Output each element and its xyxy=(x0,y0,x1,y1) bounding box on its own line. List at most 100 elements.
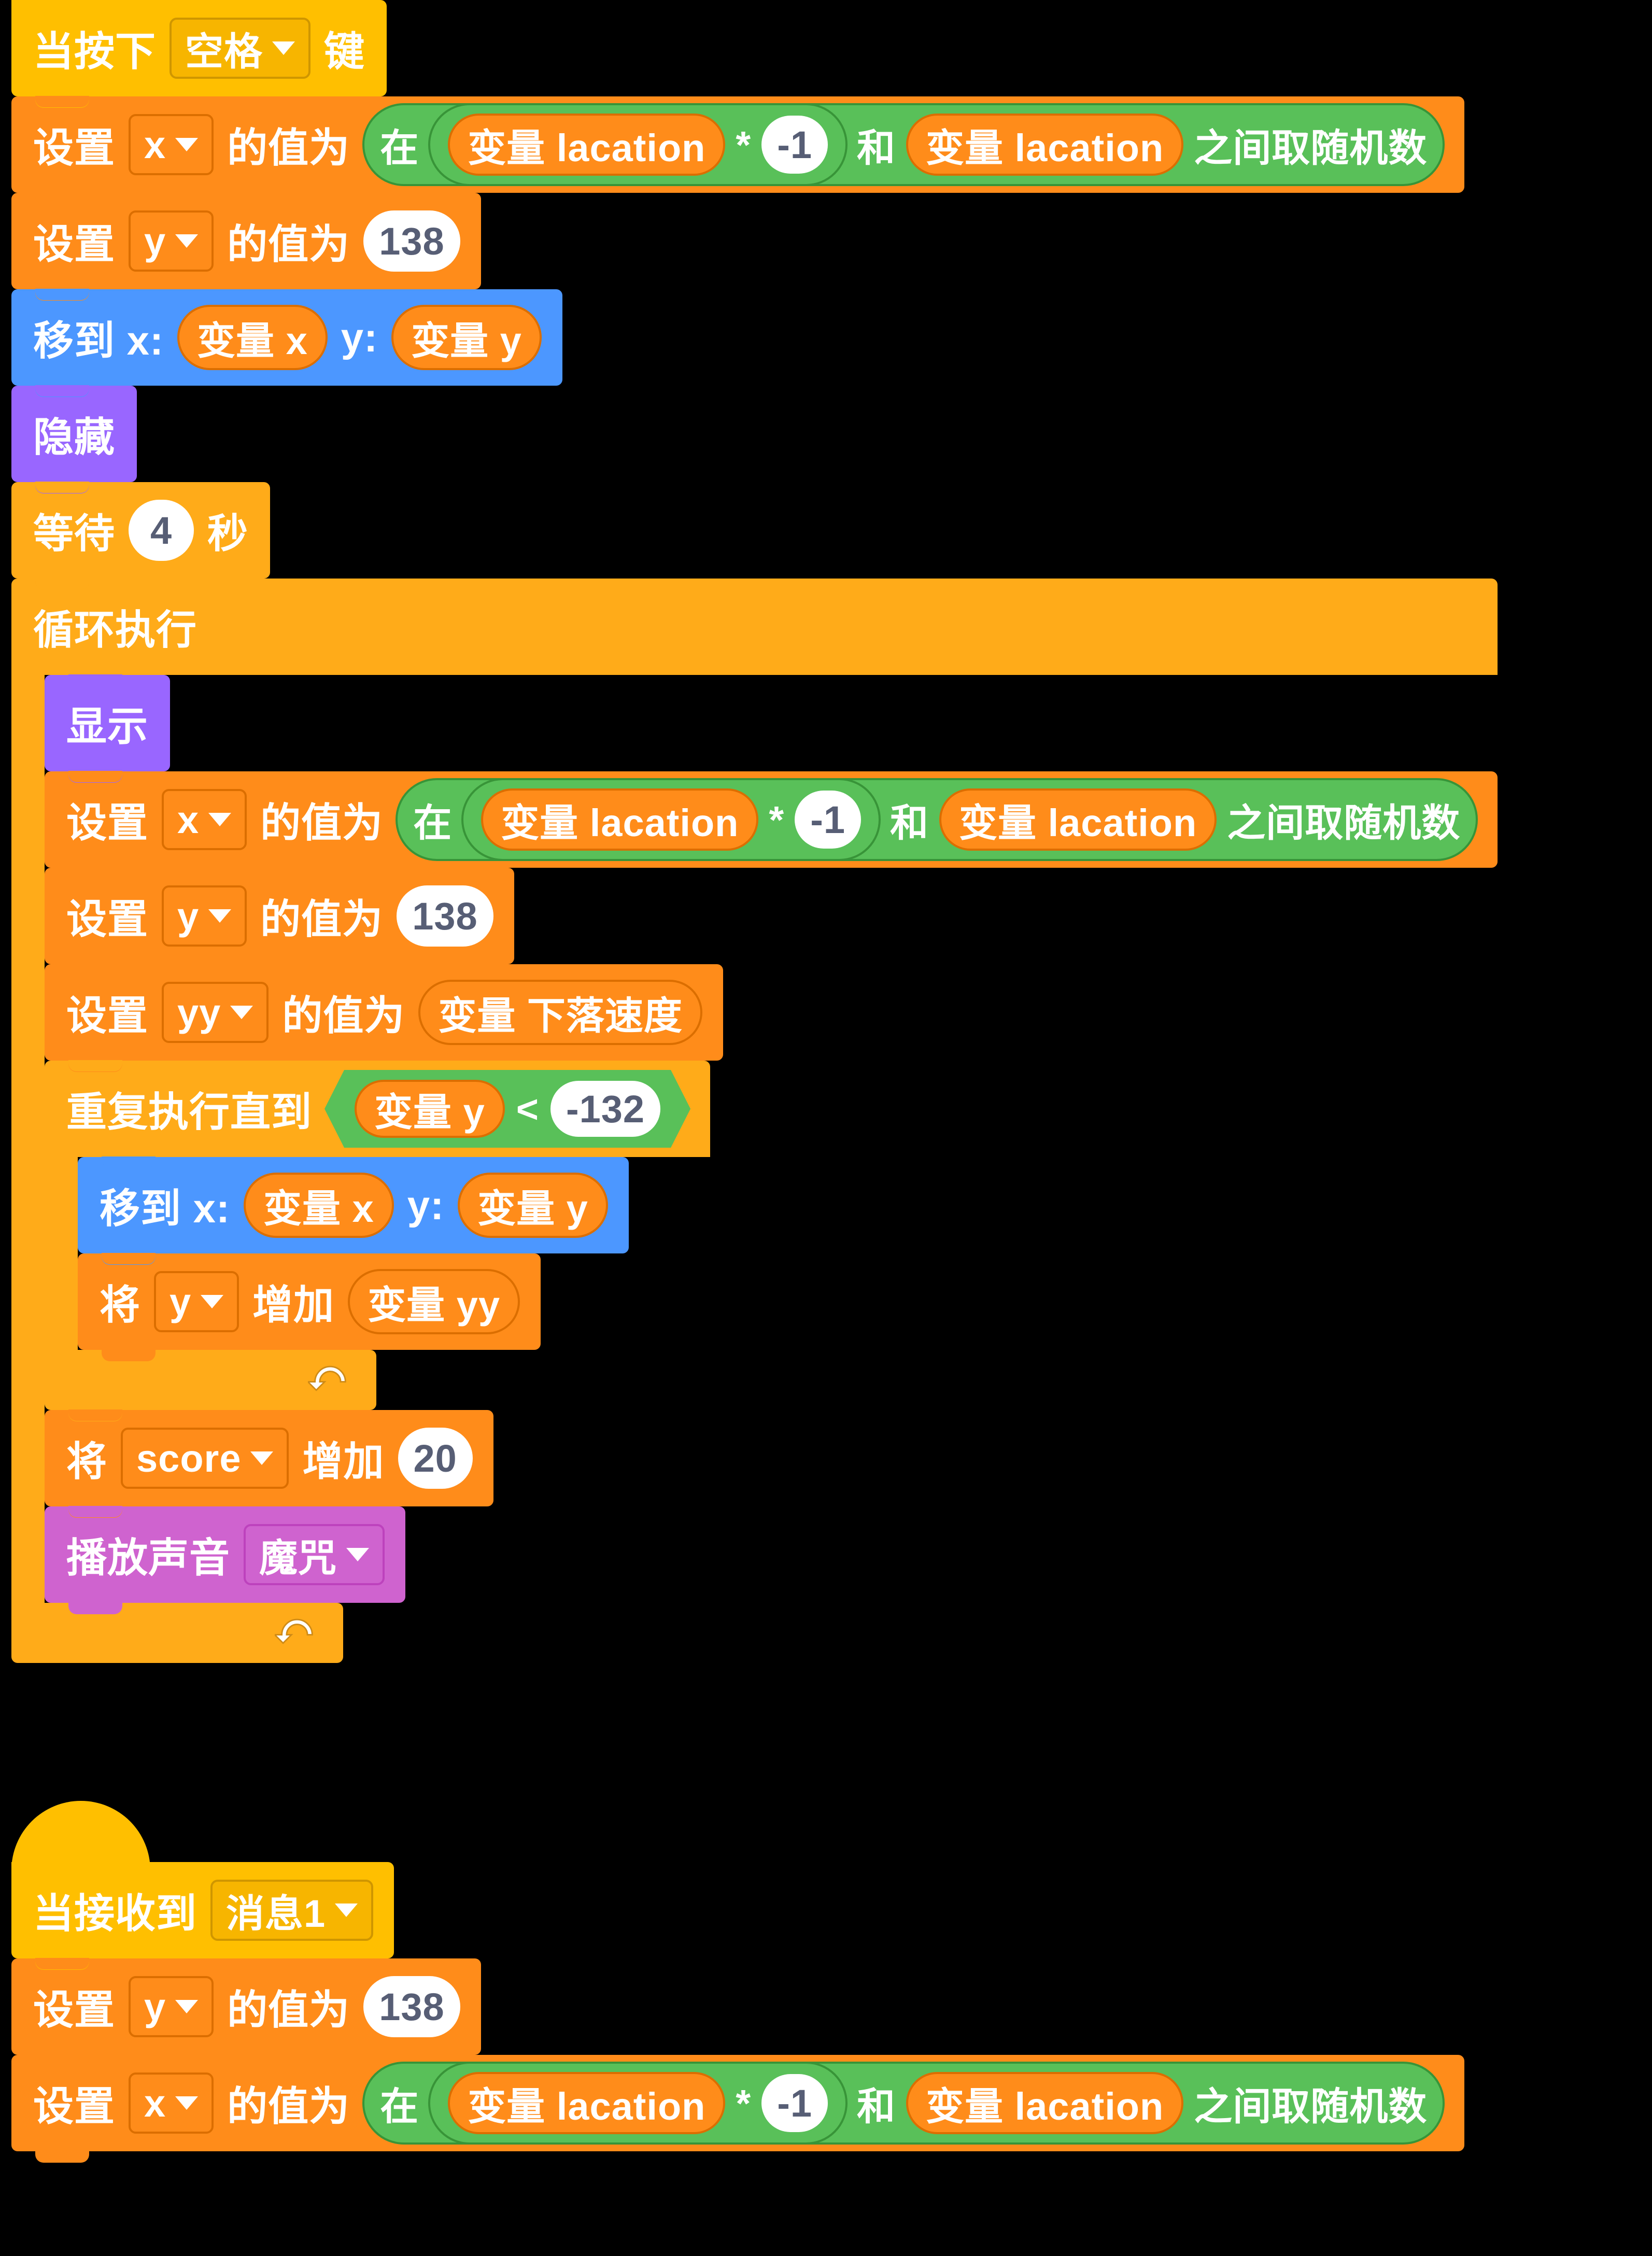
repeat-until-footer[interactable] xyxy=(45,1350,376,1421)
goto-xy-block-inner[interactable]: 移到 x: 变量 x y: 变量 y xyxy=(78,1157,629,1265)
forever-block[interactable]: 循环执行 显示 设置 x 的值为 在 变量 lacation xyxy=(11,579,1498,1663)
set-x-variable-block-msg[interactable]: 设置 x 的值为 在 变量 lacation * -1 和 变量 lacatio… xyxy=(11,2054,1465,2163)
goto-y-label: y: xyxy=(407,1182,445,1228)
variable-reporter-yy[interactable]: 变量 yy xyxy=(348,1269,520,1334)
forever-label: 循环执行 xyxy=(33,607,197,653)
variable-reporter-fall-speed[interactable]: 变量 下落速度 xyxy=(418,980,702,1045)
variable-dropdown-y-change[interactable]: y xyxy=(154,1271,239,1332)
message-dropdown[interactable]: 消息1 xyxy=(210,1880,374,1941)
variable-reporter-x[interactable]: 变量 x xyxy=(244,1173,394,1238)
goto-y-label: y: xyxy=(341,314,378,360)
set-y-value-input[interactable]: 138 xyxy=(397,885,493,947)
variable-dropdown-score[interactable]: score xyxy=(121,1428,289,1489)
less-than-value-input[interactable]: -132 xyxy=(550,1081,660,1137)
set-label: 设置 xyxy=(33,1987,116,2033)
set-yy-variable-block[interactable]: 设置 yy 的值为 变量 下落速度 xyxy=(45,964,723,1072)
set-label: 设置 xyxy=(33,125,116,171)
loop-arrow-icon xyxy=(308,1365,346,1391)
variable-reporter-lacation-max[interactable]: 变量 lacation xyxy=(939,788,1217,851)
variable-reporter-lacation[interactable]: 变量 lacation xyxy=(448,114,726,176)
variable-reporter-lacation-max[interactable]: 变量 lacation xyxy=(906,2072,1184,2134)
forever-header[interactable]: 循环执行 xyxy=(11,579,1498,675)
variable-dropdown-y[interactable]: y xyxy=(129,210,214,272)
set-y-variable-block[interactable]: 设置 y 的值为 138 xyxy=(11,192,481,301)
variable-reporter-x[interactable]: 变量 x xyxy=(177,305,328,370)
loop-arrow-icon xyxy=(275,1618,313,1644)
variable-reporter-y[interactable]: 变量 y xyxy=(355,1080,505,1138)
variable-reporter-y[interactable]: 变量 y xyxy=(391,305,542,370)
wait-seconds-block[interactable]: 等待 4 秒 xyxy=(11,482,271,590)
goto-xy-block[interactable]: 移到 x: 变量 x y: 变量 y xyxy=(11,289,562,397)
variable-dropdown-y[interactable]: y xyxy=(162,885,247,947)
repeat-until-block[interactable]: 重复执行直到 变量 y < -132 移到 x: 变量 x y: 变量 y xyxy=(45,1061,711,1421)
less-than-operator[interactable]: 变量 y < -132 xyxy=(324,1070,690,1148)
set-label: 设置 xyxy=(33,2083,116,2129)
set-y-variable-block-inner[interactable]: 设置 y 的值为 138 xyxy=(45,867,514,976)
hat-when-message-received[interactable]: 当接收到 消息1 xyxy=(11,1801,394,1970)
set-to-label: 的值为 xyxy=(227,1987,350,2033)
change-label: 将 xyxy=(100,1282,141,1328)
chevron-down-icon xyxy=(175,138,199,151)
script-key-pressed[interactable]: 当按下 空格 键 设置 x 的值为 在 变量 lacation * -1 和 变… xyxy=(11,0,1498,1663)
set-to-label: 的值为 xyxy=(282,993,405,1038)
wait-unit-label: 秒 xyxy=(207,511,249,556)
pick-random-operator[interactable]: 在 变量 lacation * -1 和 变量 lacation 之间取随机数 xyxy=(362,103,1445,186)
script-message-received[interactable]: 当接收到 消息1 设置 y 的值为 138 设置 x 的值为 在 变量 laca… xyxy=(11,1801,1465,2163)
when-key-pressed-prefix: 当按下 xyxy=(33,29,157,74)
multiply-number-input[interactable]: -1 xyxy=(795,791,862,849)
key-dropdown-value: 空格 xyxy=(185,30,263,73)
sound-dropdown[interactable]: 魔咒 xyxy=(244,1524,385,1585)
hide-block[interactable]: 隐藏 xyxy=(11,385,137,494)
multiply-operator[interactable]: 变量 lacation * -1 xyxy=(428,2062,848,2145)
variable-dropdown-x[interactable]: x xyxy=(129,114,214,175)
change-score-value-input[interactable]: 20 xyxy=(398,1428,473,1489)
pick-random-operator[interactable]: 在 变量 lacation * -1 和 变量 lacation 之间取随机数 xyxy=(396,778,1478,861)
variable-reporter-y[interactable]: 变量 y xyxy=(458,1173,608,1238)
variable-reporter-lacation-max[interactable]: 变量 lacation xyxy=(906,114,1184,176)
set-label: 设置 xyxy=(66,800,149,845)
play-sound-block[interactable]: 播放声音 魔咒 xyxy=(45,1506,406,1614)
repeat-until-header[interactable]: 重复执行直到 变量 y < -132 xyxy=(45,1061,711,1157)
key-dropdown[interactable]: 空格 xyxy=(170,18,311,79)
set-y-value-input[interactable]: 138 xyxy=(363,210,460,272)
forever-footer[interactable] xyxy=(11,1603,343,1663)
multiply-operator[interactable]: 变量 lacation * -1 xyxy=(428,103,848,186)
set-x-variable-block-inner[interactable]: 设置 x 的值为 在 变量 lacation * -1 和 变量 lacatio… xyxy=(45,771,1498,879)
set-to-label: 的值为 xyxy=(227,125,350,171)
forever-spine xyxy=(11,675,45,1603)
pick-random-operator[interactable]: 在 变量 lacation * -1 和 变量 lacation 之间取随机数 xyxy=(362,2062,1445,2145)
change-score-variable-block[interactable]: 将 score 增加 20 xyxy=(45,1409,493,1518)
set-to-label: 的值为 xyxy=(227,2083,350,2129)
hat-when-key-pressed[interactable]: 当按下 空格 键 xyxy=(11,0,387,108)
variable-reporter-lacation[interactable]: 变量 lacation xyxy=(448,2072,726,2134)
repeat-until-spine xyxy=(45,1157,78,1350)
chevron-down-icon xyxy=(208,813,232,826)
multiply-number-input[interactable]: -1 xyxy=(761,116,828,174)
set-x-variable-block[interactable]: 设置 x 的值为 在 变量 lacation * -1 和 变量 lacatio… xyxy=(11,96,1465,204)
random-suffix: 之间取随机数 xyxy=(1227,801,1461,844)
change-by-label: 增加 xyxy=(252,1282,335,1328)
wait-seconds-input[interactable]: 4 xyxy=(129,500,194,561)
set-y-value-input[interactable]: 138 xyxy=(363,1976,460,2037)
variable-dropdown-y[interactable]: y xyxy=(129,1976,214,2037)
set-y-variable-block-msg[interactable]: 设置 y 的值为 138 xyxy=(11,1958,481,2066)
sound-dropdown-value: 魔咒 xyxy=(259,1536,337,1580)
change-y-variable-block[interactable]: 将 y 增加 变量 yy xyxy=(78,1253,541,1361)
variable-dropdown-x[interactable]: x xyxy=(162,789,247,850)
chevron-down-icon xyxy=(175,234,199,248)
chevron-down-icon xyxy=(346,1548,370,1561)
change-by-label: 增加 xyxy=(302,1439,385,1484)
change-label: 将 xyxy=(66,1439,108,1484)
chevron-down-icon xyxy=(230,1006,253,1019)
variable-reporter-lacation[interactable]: 变量 lacation xyxy=(481,788,759,851)
play-sound-label: 播放声音 xyxy=(66,1535,231,1581)
variable-dropdown-x[interactable]: x xyxy=(129,2072,214,2134)
chevron-down-icon xyxy=(208,909,232,923)
variable-dropdown-yy[interactable]: yy xyxy=(162,982,269,1043)
hat-cap xyxy=(11,0,150,11)
show-block[interactable]: 显示 xyxy=(45,674,171,783)
chevron-down-icon xyxy=(335,1904,358,1917)
multiply-symbol: * xyxy=(736,123,752,166)
multiply-operator[interactable]: 变量 lacation * -1 xyxy=(461,778,881,861)
multiply-number-input[interactable]: -1 xyxy=(761,2074,828,2132)
